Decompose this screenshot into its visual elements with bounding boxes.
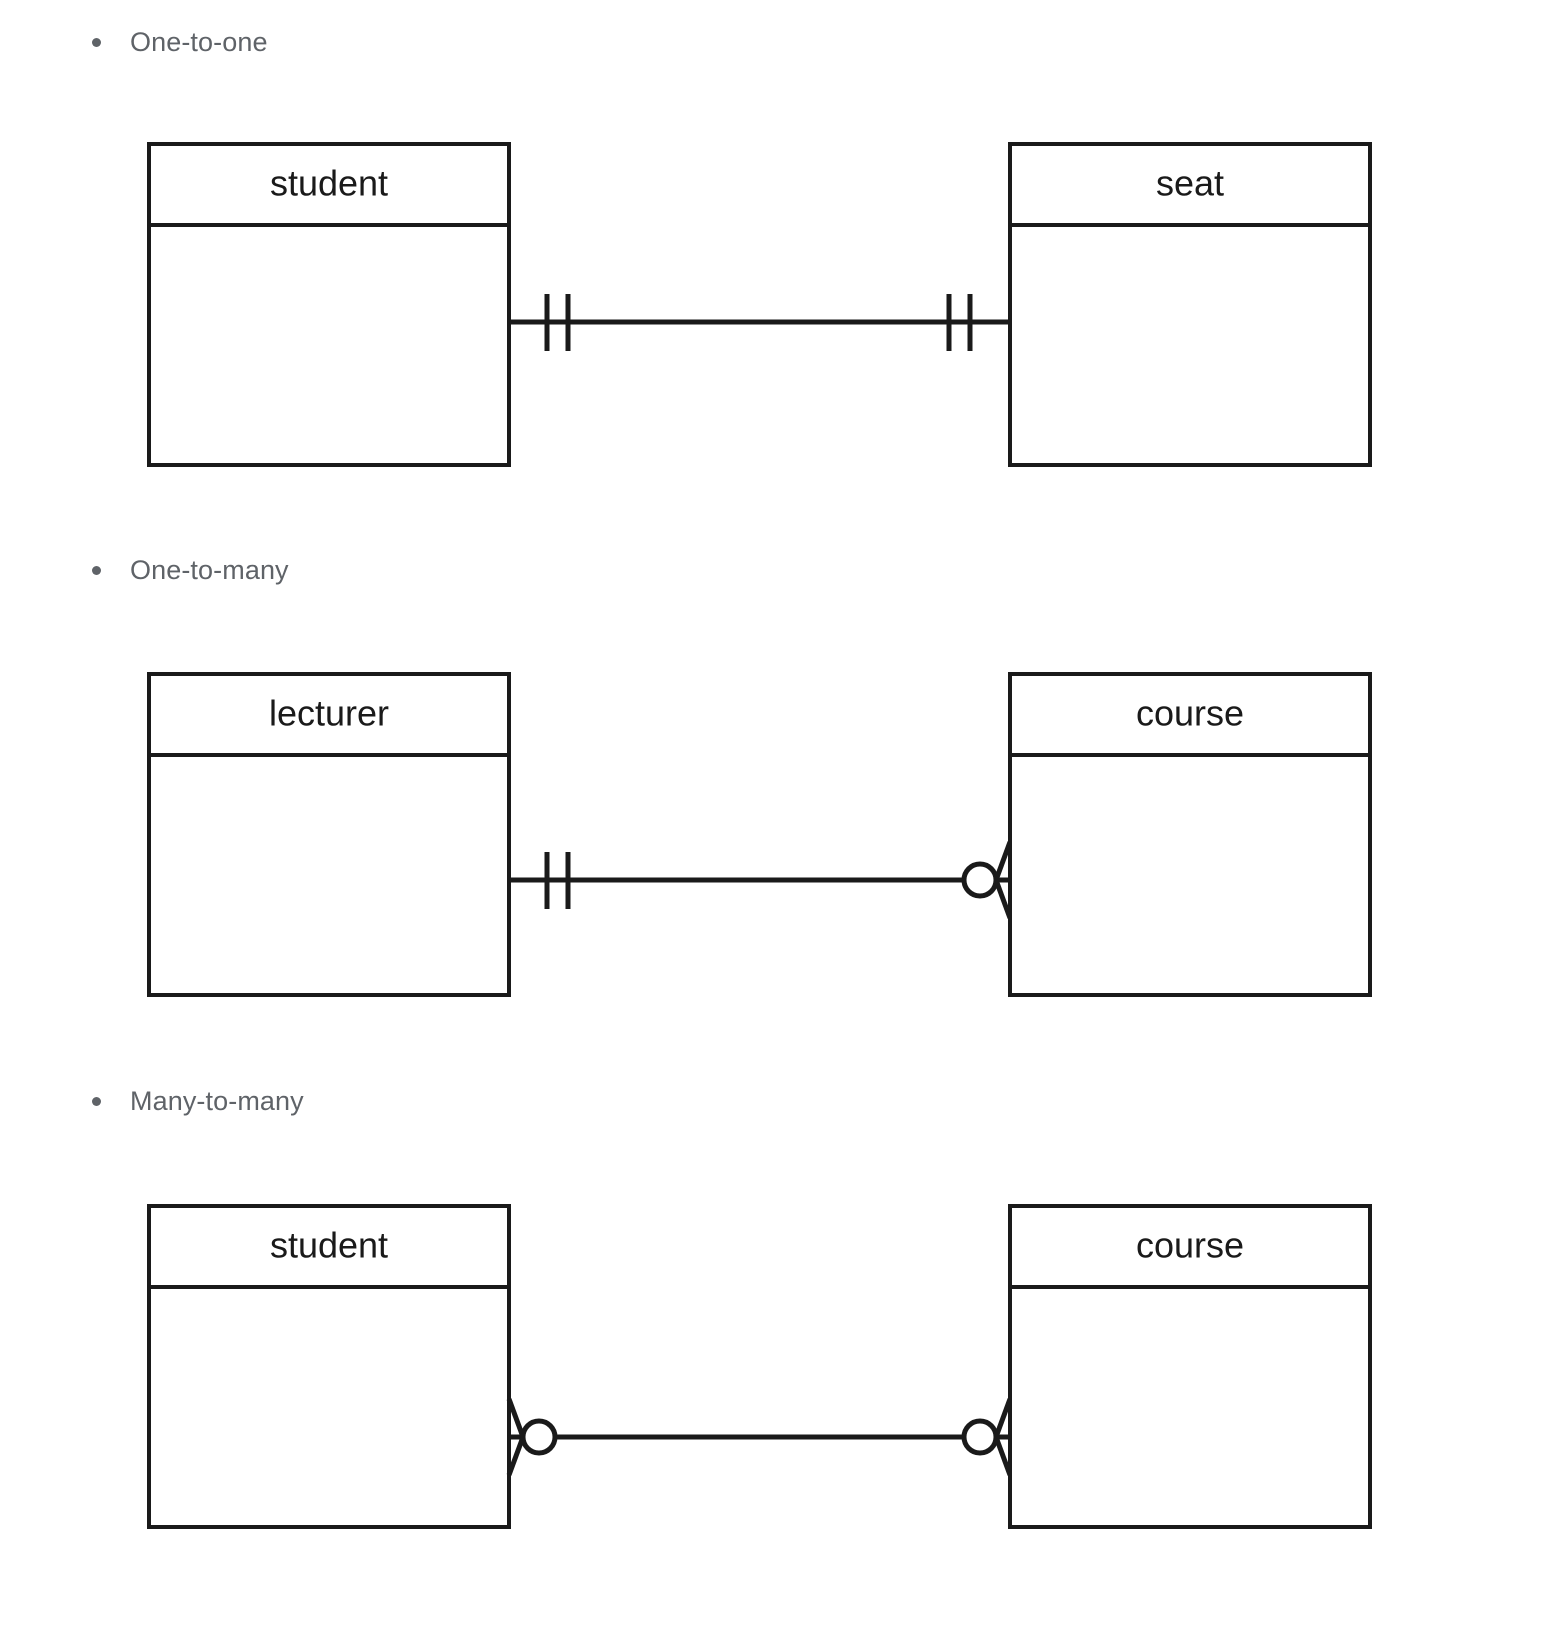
entity-title: course <box>1136 693 1244 734</box>
er-diagram-many-to-many: student <box>0 1192 1544 1532</box>
cardinality-one-left <box>544 852 571 909</box>
bullet-item-one-to-many: One-to-many <box>92 554 289 586</box>
entity-title: seat <box>1156 163 1224 204</box>
entity-student-1[interactable]: student <box>147 142 511 467</box>
bullet-dot-icon <box>92 565 101 575</box>
entity-title: lecturer <box>269 693 389 734</box>
entity-lecturer[interactable]: lecturer <box>147 672 511 997</box>
bullet-item-one-to-one: One-to-one <box>92 26 268 58</box>
entity-title: student <box>270 1225 388 1266</box>
entity-course-1[interactable]: course <box>1008 672 1372 997</box>
cardinality-zero-or-many-right <box>961 841 1013 919</box>
bullet-dot-icon <box>92 1096 101 1106</box>
bullet-label-one-to-one: One-to-one <box>130 27 268 57</box>
entity-title: student <box>270 163 388 204</box>
cardinality-one-left <box>544 294 571 351</box>
bullet-label-one-to-many: One-to-many <box>130 555 289 585</box>
bullet-item-many-to-many: Many-to-many <box>92 1085 304 1117</box>
entity-course-2[interactable]: course <box>1008 1204 1372 1529</box>
er-diagram-one-to-one: student seat <box>0 130 1544 470</box>
bullet-dot-icon <box>92 37 101 47</box>
er-diagram-one-to-many: lecturer course <box>0 660 1544 1000</box>
cardinality-zero-or-many-left <box>506 1398 558 1476</box>
entity-title: course <box>1136 1225 1244 1266</box>
cardinality-zero-or-many-right <box>961 1398 1013 1476</box>
entity-student-2[interactable]: student <box>147 1204 511 1529</box>
entity-seat-1[interactable]: seat <box>1008 142 1372 467</box>
bullet-label-many-to-many: Many-to-many <box>130 1086 304 1116</box>
cardinality-one-right <box>946 294 973 351</box>
